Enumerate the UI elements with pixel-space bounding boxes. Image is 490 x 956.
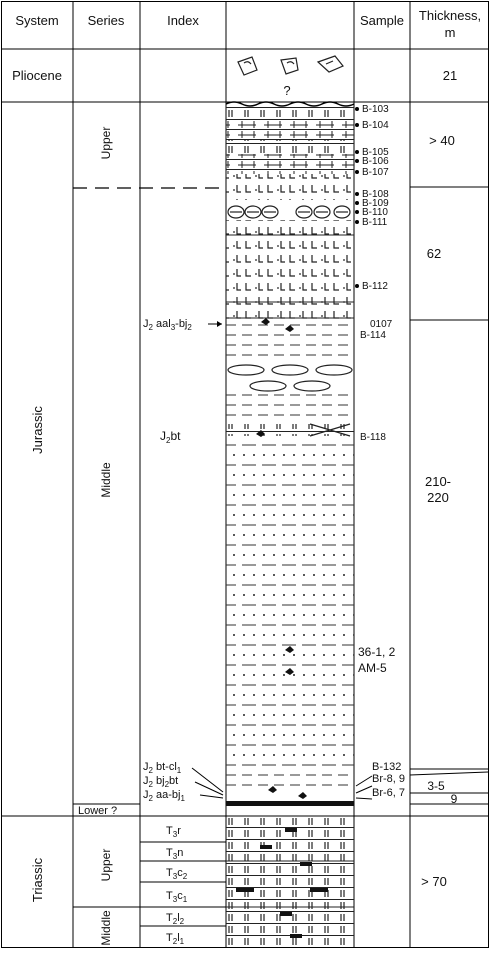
thickness-lower: 9 — [451, 792, 458, 806]
header-index: Index — [167, 13, 199, 28]
sample-b114: B-114 — [360, 330, 386, 341]
sample-b106: B-106 — [362, 156, 389, 167]
index-bt-cl: J2 bt-cl1 — [143, 761, 182, 775]
lens-row — [227, 364, 353, 392]
index-t2l1: T2l1 — [166, 932, 185, 946]
sample-b110: B-110 — [362, 207, 388, 218]
index-aal-bj: J2 aal3-bj2 — [143, 318, 192, 332]
sample-b108: B-108 — [362, 189, 389, 200]
series-jurassic-lower: Lower ? — [78, 805, 117, 817]
index-labels-jurassic: J2 aal3-bj2 J2bt J2 bt-cl1 J2 bj2bt J2 a… — [143, 318, 224, 803]
series-jurassic-middle: Middle — [99, 462, 113, 498]
series-triassic-middle: Middle — [99, 910, 113, 946]
sample-b111: B-111 — [362, 217, 388, 228]
index-aa-bj: J2 aa-bj1 — [143, 789, 185, 803]
index-t3c2: T3c2 — [166, 867, 188, 881]
index-t3n: T3n — [166, 847, 183, 861]
thickness-middle-main-2: 220 — [427, 490, 449, 505]
system-triassic: Triassic — [30, 857, 45, 902]
sample-leader-lines — [355, 771, 489, 800]
sample-b107: B-107 — [362, 167, 389, 178]
index-t3r: T3r — [166, 825, 181, 839]
index-t2l2: T2l2 — [166, 912, 185, 926]
sample-b104: B-104 — [362, 120, 389, 131]
pliocene-question: ? — [283, 83, 290, 98]
system-pliocene: Pliocene — [12, 68, 62, 83]
concretion-row — [227, 205, 351, 219]
thickness-pliocene: 21 — [443, 68, 457, 83]
header-series: Series — [88, 13, 125, 28]
sample-b105: B-105 — [362, 147, 389, 158]
header-sample: Sample — [360, 13, 404, 28]
index-bt: J2bt — [160, 429, 181, 445]
sample-36-1-2: 36-1, 2 — [358, 645, 396, 659]
sample-labels: B-103 B-104 B-105 B-106 B-107 B-108 B-10… — [358, 104, 405, 799]
sample-am5: AM-5 — [358, 661, 387, 675]
sample-br8-9: Br-8, 9 — [372, 773, 405, 785]
thickness-triassic: > 70 — [421, 874, 447, 889]
sample-0107: 0107 — [370, 319, 393, 330]
thickness-middle-upper: 62 — [427, 246, 441, 261]
header-thickness: Thickness, — [419, 8, 481, 23]
sample-b118: B-118 — [360, 432, 386, 443]
system-jurassic: Jurassic — [30, 406, 45, 454]
thickness-middle-main: 210- — [425, 474, 451, 489]
coal-bed — [226, 801, 354, 806]
header-thickness-unit: m — [445, 25, 456, 40]
sample-b112: B-112 — [362, 281, 388, 292]
index-t3c1: T3c1 — [166, 890, 188, 904]
unconformity-line — [225, 101, 355, 107]
index-bj-bt: J2 bj2bt — [143, 775, 178, 789]
header-row: System Series Index Sample Thickness, m — [15, 8, 481, 40]
thickness-upper: > 40 — [429, 133, 455, 148]
thickness-middle-bottom: 3-5 — [427, 779, 445, 793]
sample-br6-7: Br-6, 7 — [372, 787, 405, 799]
index-labels-triassic: T3r T3n T3c2 T3c1 T2l2 T2l1 — [166, 825, 188, 946]
header-system: System — [15, 13, 58, 28]
sample-b132: B-132 — [372, 761, 401, 773]
sample-dots — [355, 107, 359, 288]
series-triassic-upper: Upper — [99, 849, 113, 882]
series-jurassic-upper: Upper — [99, 127, 113, 160]
fossil-markers — [256, 318, 307, 799]
lithology-column: ? — [225, 55, 355, 947]
pebble-symbols — [237, 55, 344, 76]
thickness-values: 21 > 40 62 210- 220 3-5 9 > 70 — [421, 68, 457, 889]
sample-b109: B-109 — [362, 198, 389, 209]
sample-b103: B-103 — [362, 104, 389, 115]
